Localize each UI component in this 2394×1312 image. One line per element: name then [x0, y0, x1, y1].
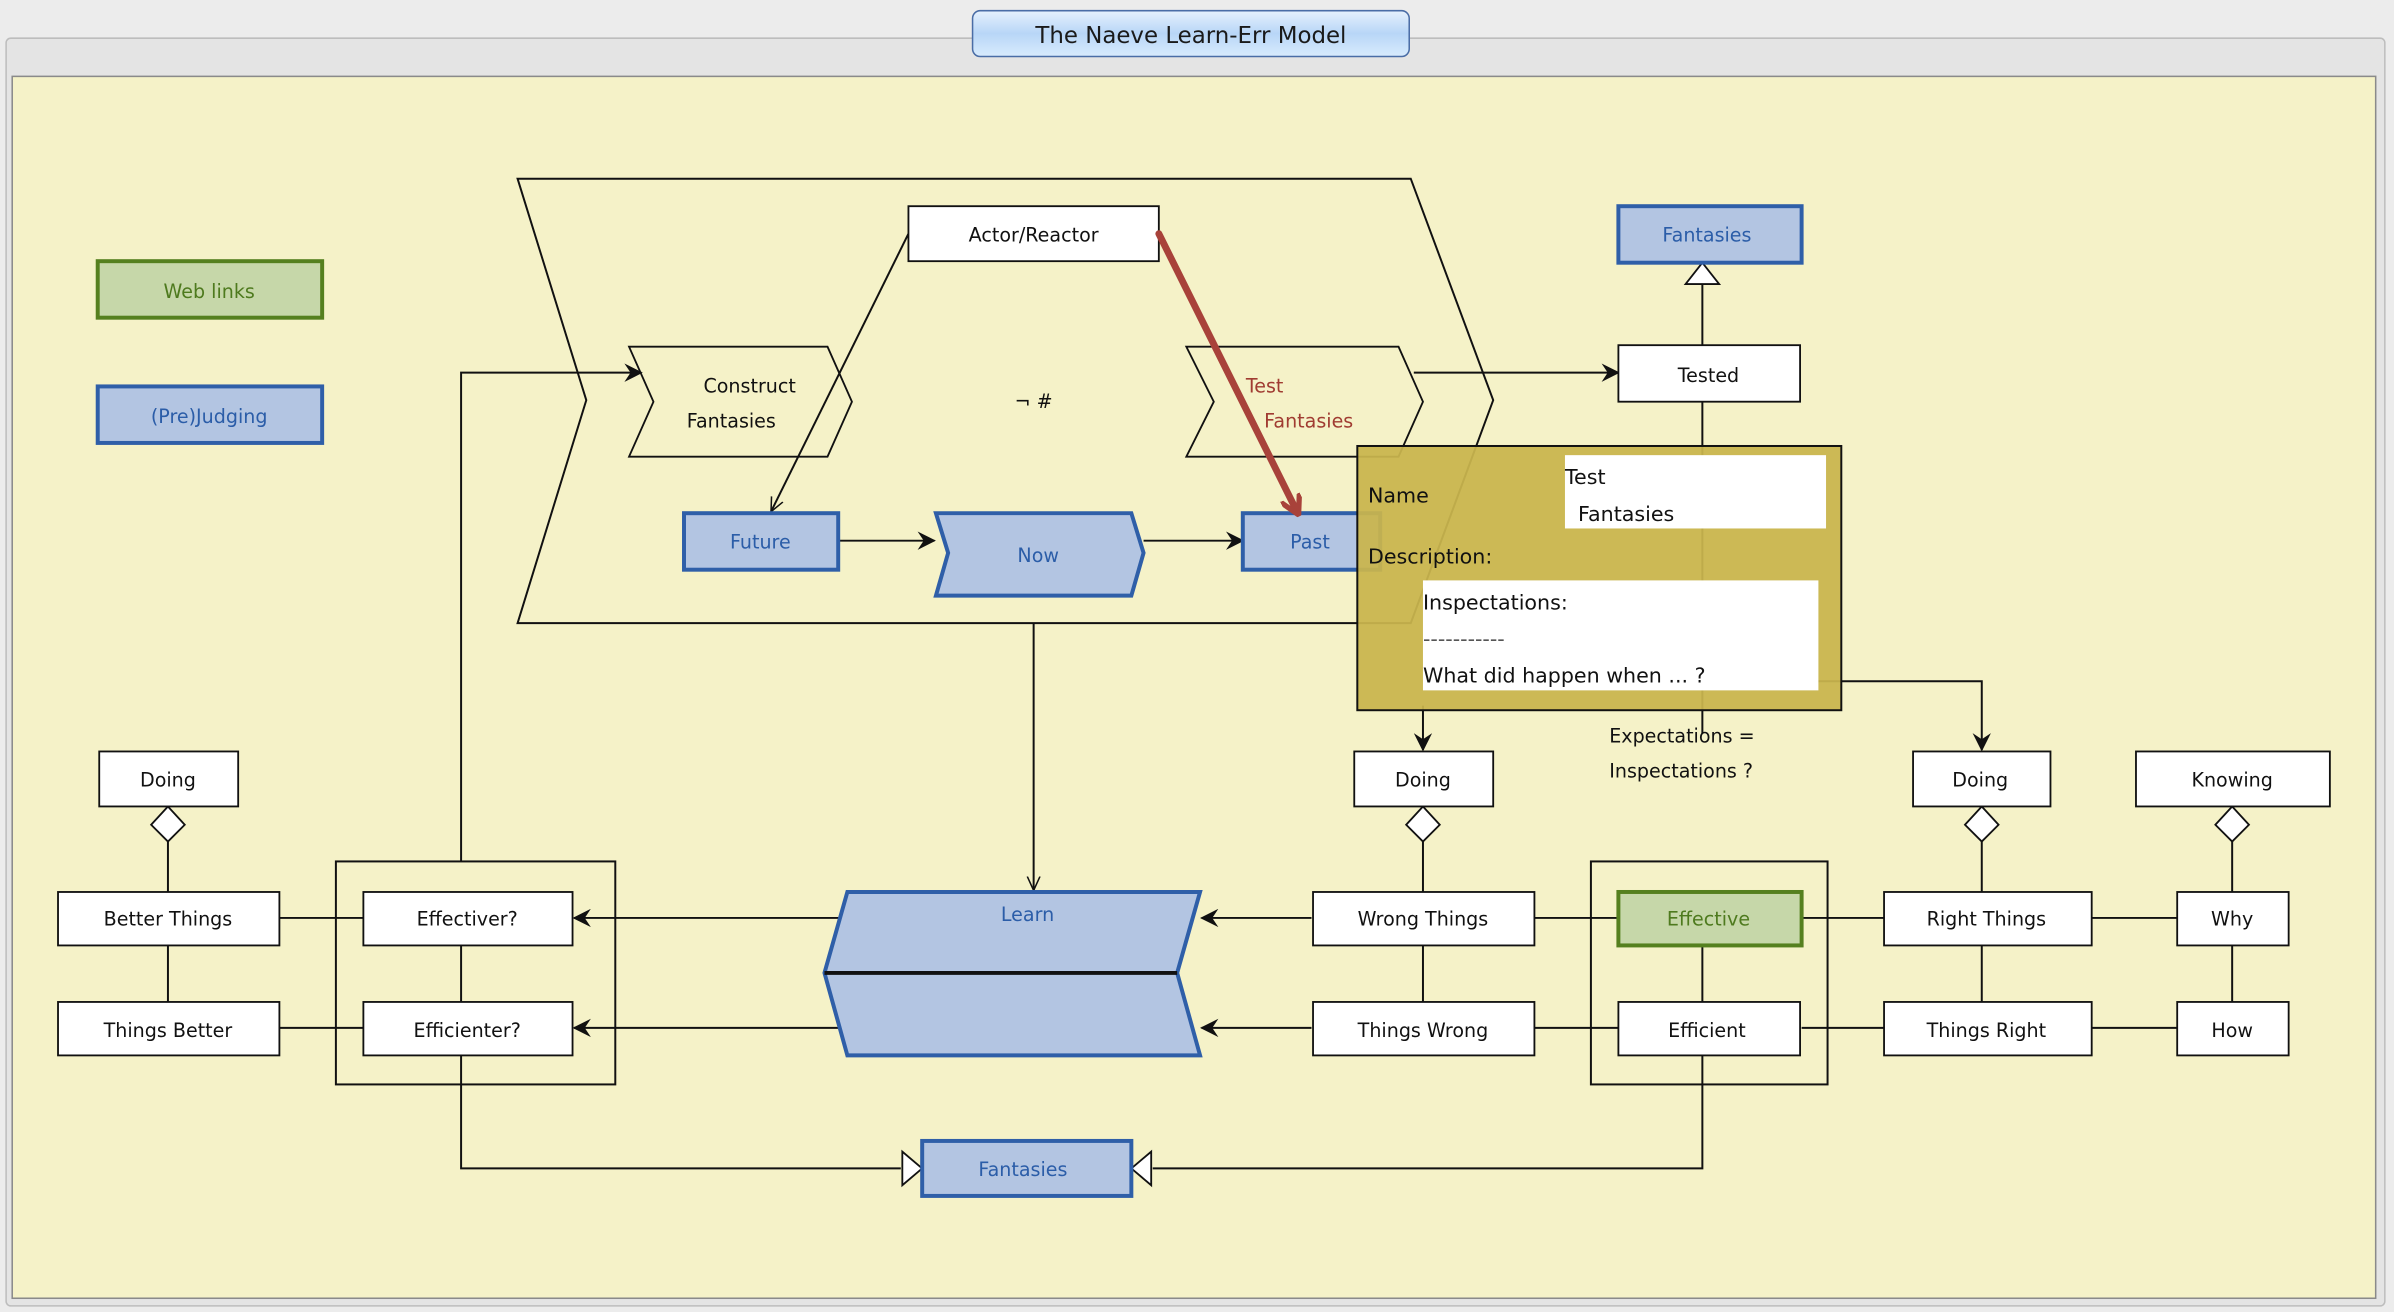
- legend-prejudging-box: [95, 384, 325, 445]
- node-actor-reactor[interactable]: Actor/Reactor: [907, 205, 1160, 263]
- legend-web-links[interactable]: Web links: [95, 259, 325, 320]
- node-knowing[interactable]: Knowing: [2135, 750, 2331, 808]
- edges: [149, 233, 2251, 1188]
- node-tested[interactable]: Tested: [1617, 344, 1801, 403]
- tooltip-description-label: Description:: [1368, 545, 1492, 569]
- learn-label: Learn: [1001, 904, 1054, 926]
- tooltip-description-line3: What did happen when ... ?: [1423, 664, 1706, 688]
- aggregation-diamond-left: [149, 805, 187, 843]
- things-wrong-label: Things Wrong: [1357, 1020, 1489, 1042]
- things-right-label: Things Right: [1926, 1020, 2047, 1042]
- aggregation-diamond-middle: [1404, 805, 1442, 843]
- edge-to-right-doing: [1816, 680, 1991, 752]
- node-things-right[interactable]: Things Right: [1883, 1001, 2093, 1057]
- right-group-frame: [1589, 860, 1829, 1086]
- edge-effectiver-to-construct: [460, 363, 643, 862]
- node-why[interactable]: Why: [2176, 891, 2290, 947]
- node-learn[interactable]: Learn: [822, 889, 1203, 1058]
- node-middle-doing[interactable]: Doing: [1353, 750, 1495, 808]
- left-doing-label: Doing: [140, 770, 196, 792]
- tooltip-name-label: Name: [1368, 483, 1429, 507]
- tooltip-name-field[interactable]: [1564, 455, 1827, 529]
- why-label: Why: [2211, 909, 2253, 931]
- node-future[interactable]: Future: [682, 511, 841, 572]
- right-doing-label: Doing: [1952, 770, 2008, 792]
- inherit-triangle-bottom-left: [901, 1149, 924, 1188]
- how-label: How: [2211, 1020, 2253, 1042]
- inherit-triangle-top: [1683, 261, 1722, 286]
- node-fantasies-top[interactable]: Fantasies: [1616, 204, 1804, 265]
- node-better-things[interactable]: Better Things: [57, 891, 281, 947]
- highlighted-link-arrow[interactable]: [1155, 230, 1298, 514]
- tooltip-name-value-line1: Test: [1564, 465, 1606, 489]
- node-efficienter[interactable]: Efficienter?: [362, 1001, 574, 1057]
- efficienter-label: Efficienter?: [414, 1020, 521, 1042]
- node-now[interactable]: Now: [933, 511, 1146, 598]
- node-construct-fantasies[interactable]: Construct Fantasies: [627, 345, 853, 458]
- left-group-frame: [334, 860, 617, 1086]
- edge-efficient-to-fantasies: [1152, 1055, 1704, 1170]
- now-label: Now: [1017, 545, 1059, 567]
- tooltip-description-line2: -----------: [1423, 627, 1505, 651]
- fantasies-bottom-label: Fantasies: [978, 1159, 1067, 1181]
- not-hash-label: ¬ #: [1015, 391, 1053, 413]
- better-things-label: Better Things: [104, 909, 233, 931]
- node-wrong-things[interactable]: Wrong Things: [1312, 891, 1536, 947]
- effective-label: Effective: [1667, 909, 1750, 931]
- efficient-label: Efficient: [1668, 1020, 1746, 1042]
- test-fantasies-line1: Test: [1245, 376, 1284, 398]
- node-fantasies-bottom[interactable]: Fantasies: [920, 1138, 1134, 1198]
- right-things-label: Right Things: [1927, 909, 2047, 931]
- test-fantasies-line2: Fantasies: [1264, 411, 1353, 433]
- node-right-things[interactable]: Right Things: [1883, 891, 2093, 947]
- node-right-doing[interactable]: Doing: [1912, 750, 2052, 808]
- window-title-tab[interactable]: The Naeve Learn-Err Model: [971, 9, 1410, 58]
- node-how[interactable]: How: [2176, 1001, 2290, 1057]
- node-left-doing[interactable]: Doing: [98, 750, 240, 808]
- actor-reactor-label: Actor/Reactor: [969, 224, 1099, 246]
- fantasies-top-label: Fantasies: [1662, 224, 1751, 246]
- expectations-note-line1: Expectations =: [1609, 725, 1754, 747]
- legend-web-links-box: [95, 259, 325, 320]
- aggregation-diamond-knowing: [2214, 805, 2251, 843]
- things-better-label: Things Better: [103, 1020, 233, 1042]
- window-title: The Naeve Learn-Err Model: [1034, 23, 1346, 49]
- wrong-things-label: Wrong Things: [1358, 909, 1489, 931]
- future-label: Future: [730, 531, 791, 553]
- aggregation-diamond-right: [1963, 805, 2000, 843]
- tested-label: Tested: [1677, 365, 1739, 387]
- legend-prejudging-label: (Pre)Judging: [151, 406, 268, 428]
- node-things-better[interactable]: Things Better: [57, 1001, 281, 1057]
- node-things-wrong[interactable]: Things Wrong: [1312, 1001, 1536, 1057]
- node-effectiver[interactable]: Effectiver?: [362, 891, 574, 947]
- construct-fantasies-line2: Fantasies: [687, 411, 776, 433]
- effectiver-label: Effectiver?: [417, 909, 518, 931]
- past-label: Past: [1290, 531, 1330, 553]
- properties-tooltip: Name Test Fantasies Description: Inspect…: [1356, 444, 1843, 712]
- knowing-label: Knowing: [2191, 770, 2272, 792]
- middle-doing-label: Doing: [1395, 770, 1451, 792]
- expectations-note-line2: Inspectations ?: [1609, 760, 1753, 782]
- node-effective[interactable]: Effective: [1616, 889, 1804, 948]
- construct-fantasies-line1: Construct: [703, 376, 796, 398]
- edge-efficienter-to-fantasies: [460, 1055, 901, 1170]
- diagram-canvas: [11, 75, 2377, 1300]
- tooltip-description-field[interactable]: [1422, 580, 1819, 691]
- legend-prejudging[interactable]: (Pre)Judging: [95, 384, 325, 445]
- node-efficient[interactable]: Efficient: [1617, 1001, 1801, 1057]
- title-tab-bg: [971, 9, 1410, 58]
- tooltip-description-line1: Inspectations:: [1423, 590, 1568, 614]
- legend-web-links-label: Web links: [164, 281, 255, 303]
- tooltip-name-value-line2: Fantasies: [1565, 502, 1674, 526]
- inherit-triangle-bottom-right: [1129, 1149, 1153, 1188]
